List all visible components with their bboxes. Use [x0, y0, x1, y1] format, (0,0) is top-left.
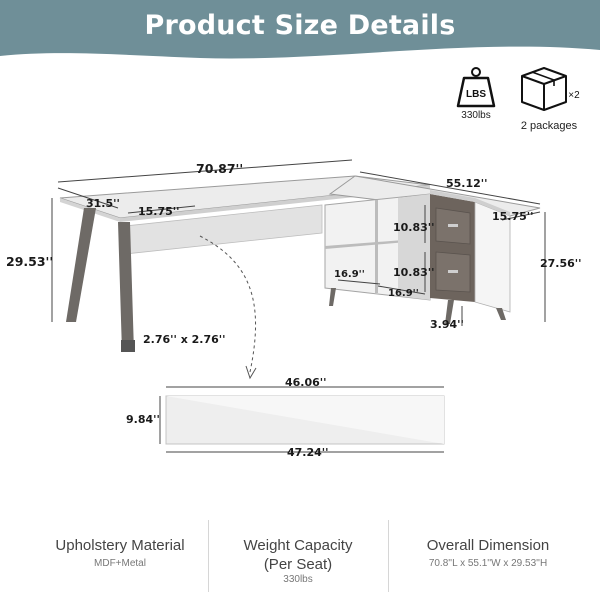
spec-upholstery: Upholstery Material MDF+Metal: [30, 536, 210, 569]
spec-title: Upholstery Material: [55, 537, 185, 554]
dim-modesty-offset: 15.75'': [138, 205, 180, 218]
package-badge: ×2 2 packages: [514, 64, 584, 134]
weight-label: 330lbs: [461, 110, 491, 121]
spec-overall-dimension: Overall Dimension 70.8''L x 55.1''W x 29…: [382, 536, 594, 569]
dim-return-length: 55.12'': [446, 177, 488, 190]
spec-value: MDF+Metal: [94, 558, 146, 569]
footer-divider-2: [388, 520, 389, 592]
weight-badge: LBS 330lbs: [452, 66, 500, 122]
weight-icon: LBS: [456, 67, 496, 108]
dim-desk-length: 70.87'': [196, 161, 244, 176]
dim-shelf-width-left: 16.9'': [334, 269, 365, 280]
footer-divider-1: [208, 520, 209, 592]
spec-value: 70.8''L x 55.1''W x 29.53''H: [428, 558, 548, 569]
package-label: 2 packages: [520, 120, 578, 132]
svg-text:LBS: LBS: [466, 89, 486, 100]
svg-text:×2: ×2: [568, 90, 580, 101]
dim-desk-height: 29.53'': [6, 254, 54, 269]
dim-panel-bottom-length: 47.24'': [287, 446, 329, 459]
spec-value: 330lbs: [283, 574, 313, 585]
header-band: [0, 0, 600, 72]
dim-panel-top-length: 46.06'': [285, 376, 327, 389]
dim-return-depth: 15.75'': [492, 210, 534, 223]
dim-foot-height: 3.94'': [430, 318, 464, 331]
spec-title: Overall Dimension: [426, 537, 550, 554]
dim-return-height: 27.56'': [540, 257, 582, 270]
package-box-icon: ×2: [521, 67, 580, 111]
dim-leg-size: 2.76'' x 2.76'': [143, 333, 226, 346]
dim-panel-height: 9.84'': [126, 413, 160, 426]
spec-title: Weight Capacity (Per Seat): [243, 537, 353, 573]
desk-diagram: [51, 159, 546, 453]
dim-shelf-height-bottom: 10.83'': [393, 266, 435, 279]
dim-shelf-width-right: 16.9'': [388, 288, 419, 299]
dim-desk-depth: 31.5'': [86, 197, 120, 210]
dim-shelf-height-top: 10.83'': [393, 221, 435, 234]
page-title: Product Size Details: [144, 10, 456, 41]
spec-weight-capacity: Weight Capacity (Per Seat) 330lbs: [208, 536, 388, 585]
